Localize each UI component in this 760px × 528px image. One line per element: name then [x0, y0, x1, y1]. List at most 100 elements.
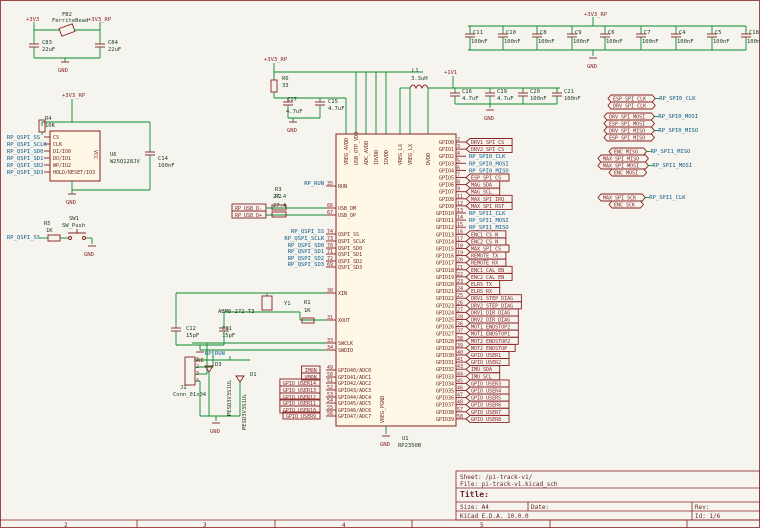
- c14-ref: C14: [158, 156, 169, 162]
- mcu-right-pin-name: GPIO19: [436, 275, 454, 281]
- mcu-left-pin-num: 56: [327, 411, 333, 417]
- cap-top-value: 100nF: [747, 39, 760, 45]
- global-label-text: ESP_SPI_MOSI: [609, 122, 645, 128]
- mcu-left-pin-num: 51: [327, 378, 333, 384]
- mcu-right-net-box: [465, 194, 513, 203]
- mcu-top-pin-name: IOVDD: [384, 150, 390, 165]
- mcu-right-pin-num: 26: [457, 300, 463, 306]
- mcu-right-net: ENC2_CS_N: [471, 239, 498, 245]
- mcu-left-net: RP_USB_D+: [235, 213, 262, 219]
- flash-pins: CSRP_QSPI_SSCLKRP_QSPI_SCLKDI/IO0RP_QSPI…: [7, 135, 95, 176]
- mcu-left-pin-num: 69: [327, 262, 333, 268]
- gnd-label-mcu: GND: [380, 442, 390, 448]
- flash-pin-name: CLK: [53, 142, 62, 148]
- mcu-right-pin-num: 13: [457, 208, 463, 214]
- cap-top-value: 100nF: [471, 39, 488, 45]
- global-label-text: ENC_MISO: [614, 150, 638, 156]
- mcu-left-pin-name: SWCLK: [338, 341, 353, 347]
- mcu-right-net-box: [465, 358, 510, 367]
- mcu-right-pin-num: 4: [457, 151, 460, 157]
- mcu-right-net: ENC1_CS_N: [471, 232, 498, 238]
- mcu-right-net: MAX_SPI_CS: [471, 247, 501, 253]
- mcu-right-net: RP_SPI0_MOSI: [469, 161, 509, 167]
- global-label-net: RP_SPI0_MOSI: [658, 114, 698, 120]
- global-label-box: [597, 193, 646, 202]
- mcu-right-net: GPIO_USER4: [471, 389, 501, 395]
- flash-pin-name: WP/IO2: [53, 163, 71, 169]
- global-label-text: MAX_SPI_MISO: [603, 157, 639, 163]
- l1-inductor-symbol: [409, 84, 429, 90]
- debug-block: J1 Conn_01x04 1 2 3 4 RP_RUN D3 D1 PESD3…: [173, 342, 326, 435]
- mcu-left-pin-num: 67: [327, 210, 333, 216]
- r6-ref: R6: [282, 76, 289, 82]
- mcu-right-pin-num: 38: [457, 336, 463, 342]
- sw-net-label: RP_QSPI_SS: [7, 235, 40, 241]
- mcu-right-net: GPIO_USER5: [471, 396, 501, 402]
- mcu-right-pin-num: 36: [457, 322, 463, 328]
- mcu-right-pin-num: 5: [457, 158, 460, 164]
- mcu-pgnd-pin: VREG_PGND: [380, 396, 386, 423]
- mcu-right-pin-num: 28: [457, 315, 463, 321]
- mcu-right-pin-name: GPIO38: [436, 410, 454, 416]
- mcu-left-pin-name: QSPI_SD2: [338, 259, 362, 265]
- mcu-left-pin-num: 73: [327, 236, 333, 242]
- y1-ref: Y1: [284, 301, 291, 307]
- d2-diode-symbol: [204, 365, 214, 373]
- cap-top-value: 100nF: [677, 39, 694, 45]
- mcu-left-pin-name: XIN: [338, 291, 347, 297]
- tb-title: Title:: [460, 489, 489, 499]
- mcu-right-net-box: [465, 343, 516, 352]
- mcu-right-net-box: [465, 351, 510, 359]
- r1-value: 1K: [304, 308, 311, 314]
- mcu-top-pin-name: VREG_AVDD: [344, 138, 350, 165]
- mcu-right-net: MOT1_ENDSTOP2: [471, 325, 510, 331]
- mcu-right-pin-name: GPIO5: [439, 176, 454, 182]
- mcu-right-net: DRV1_STEP_DIAG: [471, 296, 513, 302]
- mcu-left-pin-num: 72: [327, 256, 333, 262]
- mcu-right-net: RP_SPI0_CLK: [469, 154, 506, 160]
- mcu-right-pin-num: 41: [457, 357, 463, 363]
- gnd-label-2: GND: [287, 128, 297, 134]
- mcu-right-pin-name: GPIO7: [439, 190, 454, 196]
- mcu-right-pin-name: GPIO23: [436, 303, 454, 309]
- mcu-right-pin-num: 2: [457, 137, 460, 143]
- r1-symbol: [301, 317, 315, 324]
- gnd-label-top: GND: [587, 64, 597, 70]
- tb-id: Id: 1/6: [695, 513, 721, 520]
- global-label-text: DRV_SPI_CLK: [613, 104, 646, 110]
- u1-ref: U1: [402, 436, 409, 442]
- mcu-right-pin-num: 16: [457, 229, 463, 235]
- mcu-right-net-box: [465, 287, 501, 296]
- global-label-net: RP_SPI1_MOSI: [652, 163, 692, 169]
- cap-top-value: 100nF: [713, 39, 730, 45]
- mcu-right-net: GPIO_USER3: [471, 381, 501, 387]
- c20-value: 100nF: [530, 96, 547, 102]
- tb-date: Date:: [531, 504, 549, 511]
- cap-top-ref: C4: [679, 30, 686, 36]
- mcu-left-net: RP_USB_D-: [235, 206, 262, 212]
- mcu-u1-body: [335, 133, 457, 427]
- mcu-left-pin-num: 54: [327, 398, 333, 404]
- cap-top-ref: C5: [715, 30, 722, 36]
- tb-tool: KiCad E.D.A. 10.0.0: [460, 513, 529, 520]
- mcu-right-pin-num: 48: [457, 400, 463, 406]
- d2-value: PESD3V3S1UL: [227, 379, 233, 416]
- mcu-right-pin-name: GPIO28: [436, 339, 454, 345]
- mcu-right-pin-name: GPIO36: [436, 396, 454, 402]
- tb-size: Size: A4: [460, 504, 489, 511]
- mcu-left-pin-num: 71: [327, 249, 333, 255]
- r2-value: 27.4: [273, 203, 287, 209]
- mcu-right-net: RP_SPI1_MOSI: [469, 218, 509, 224]
- mcu-right-net: MOT2_ENDSTOP: [471, 346, 507, 352]
- mcu-right-net: GPIO_USER2: [471, 360, 501, 366]
- mcu-top-pin-name: VREG_LX: [398, 144, 404, 165]
- global-label-text: DRV_SPI_MISO: [609, 129, 645, 135]
- mcu-right-pin-num: 23: [457, 279, 463, 285]
- mcu-left-pin-num: 35: [327, 181, 333, 187]
- power-3v3rp-label: +3V3_RP: [88, 17, 112, 23]
- global-label-box: [597, 161, 649, 170]
- mcu-right-pin-name: GPIO32: [436, 367, 454, 373]
- mcu-right-net-box: [465, 272, 513, 281]
- tb-file: File: pi-track-v1.kicad_sch: [460, 481, 558, 488]
- mcu-right-net-box: [465, 230, 507, 239]
